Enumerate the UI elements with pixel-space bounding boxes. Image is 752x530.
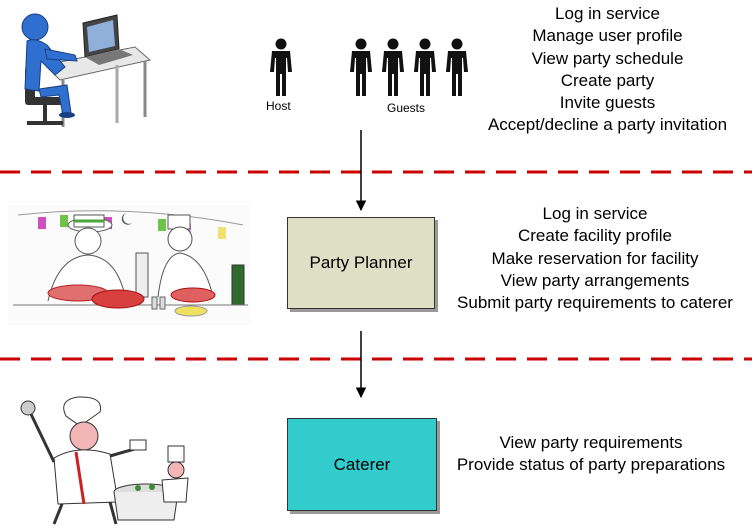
service-item: View party arrangements bbox=[500, 270, 690, 290]
service-item: View party schedule bbox=[531, 48, 684, 68]
service-item: Log in service bbox=[555, 4, 660, 23]
caterer-label: Caterer bbox=[333, 454, 391, 474]
caterer-box: Caterer bbox=[287, 418, 437, 511]
service-item: Invite guests bbox=[559, 93, 656, 113]
service-item: Make reservation for facility bbox=[491, 248, 699, 268]
guest-person-icon bbox=[350, 38, 372, 96]
service-item: View party requirements bbox=[499, 433, 683, 452]
party-scene-icon bbox=[8, 205, 250, 325]
chef-cooking-icon bbox=[20, 396, 189, 525]
service-item: Provide status of party preparations bbox=[456, 455, 726, 475]
guests-group-icon bbox=[350, 38, 468, 96]
service-item: Accept/decline a party invitation bbox=[487, 115, 728, 135]
service-item: Create party bbox=[560, 70, 655, 90]
host-label: Host bbox=[266, 99, 291, 113]
user-at-computer-icon bbox=[21, 13, 152, 127]
service-item: Submit party requirements to caterer bbox=[457, 293, 733, 313]
host-person-icon bbox=[270, 38, 292, 96]
guests-label: Guests bbox=[387, 101, 426, 115]
guest-person-icon bbox=[382, 38, 404, 96]
caterer-services-list: View party requirements Provide status o… bbox=[438, 432, 744, 477]
guest-person-icon bbox=[414, 38, 436, 96]
guest-person-icon bbox=[446, 38, 468, 96]
party-planner-label: Party Planner bbox=[309, 253, 413, 272]
service-item: Manage user profile bbox=[532, 26, 683, 46]
service-item: Create facility profile bbox=[517, 226, 672, 246]
user-services-list: Log in service Manage user profile View … bbox=[465, 3, 750, 137]
service-item: Log in service bbox=[542, 204, 648, 223]
party-planner-box: Party Planner bbox=[287, 217, 435, 309]
planner-services-list: Log in service Create facility profile M… bbox=[438, 203, 752, 314]
